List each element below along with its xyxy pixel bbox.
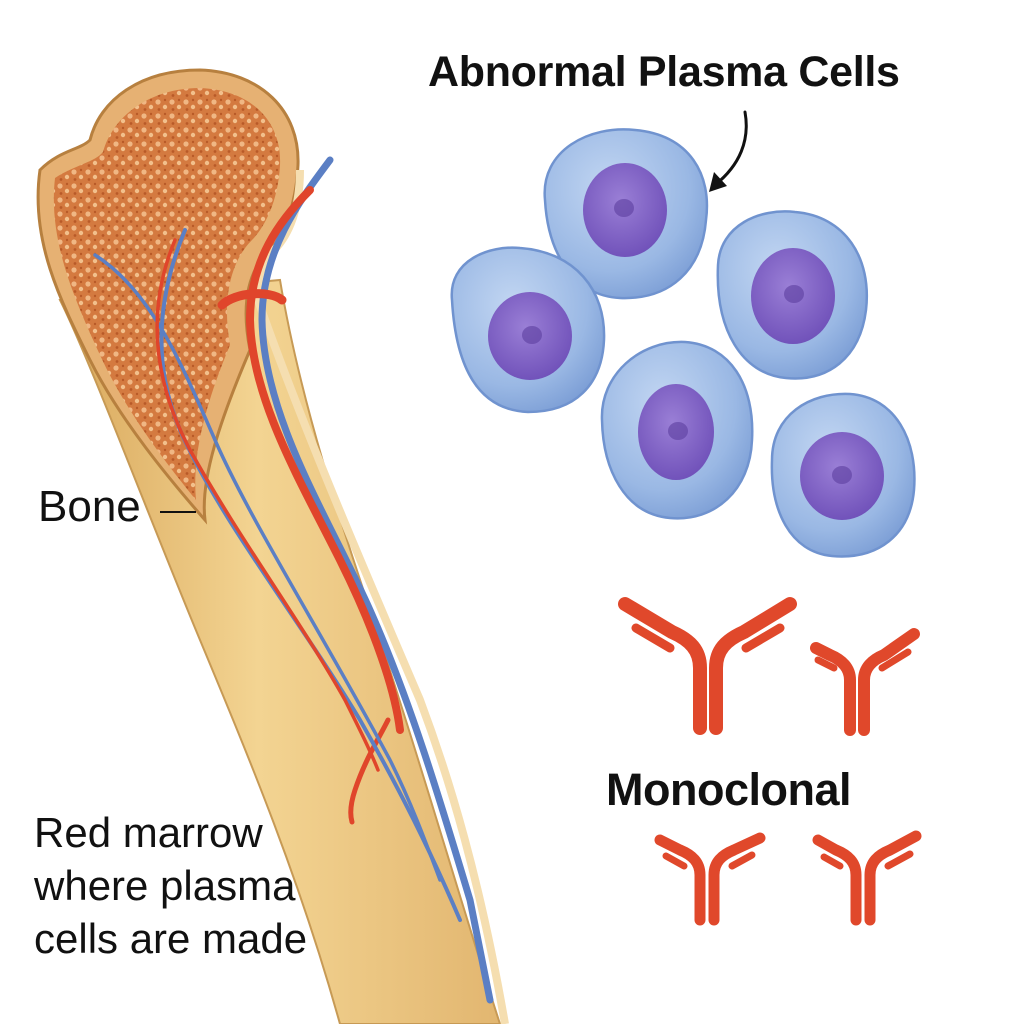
plasma-cell xyxy=(450,246,606,414)
artery-inner xyxy=(155,238,380,772)
red-marrow-line-2: where plasma xyxy=(34,862,296,909)
bone-label: Bone xyxy=(38,482,141,531)
plasma-cell xyxy=(770,392,916,558)
plasma-cell xyxy=(600,340,754,520)
antibody xyxy=(654,832,766,926)
antibody xyxy=(618,597,797,735)
blood-vessels xyxy=(93,156,494,1004)
plasma-cell xyxy=(543,128,709,300)
monoclonal-label: Monoclonal xyxy=(606,764,851,815)
antibody xyxy=(812,830,922,926)
bone xyxy=(36,68,509,1024)
plasma-cells xyxy=(450,128,916,558)
abnormal-plasma-cells-label: Abnormal Plasma Cells xyxy=(428,48,900,96)
artery-outer xyxy=(245,186,404,734)
artery-loop xyxy=(217,289,287,310)
antibody xyxy=(810,628,920,736)
red-marrow-label: Red marrow where plasma cells are made xyxy=(34,806,307,965)
red-marrow-line-3: cells are made xyxy=(34,915,308,962)
vein-inner-2 xyxy=(93,253,442,882)
vein-outer xyxy=(258,156,494,1004)
antibodies xyxy=(618,597,922,926)
plasma-cell xyxy=(716,210,869,380)
pointer-arrow xyxy=(709,110,748,192)
red-marrow-line-1: Red marrow xyxy=(34,809,263,856)
